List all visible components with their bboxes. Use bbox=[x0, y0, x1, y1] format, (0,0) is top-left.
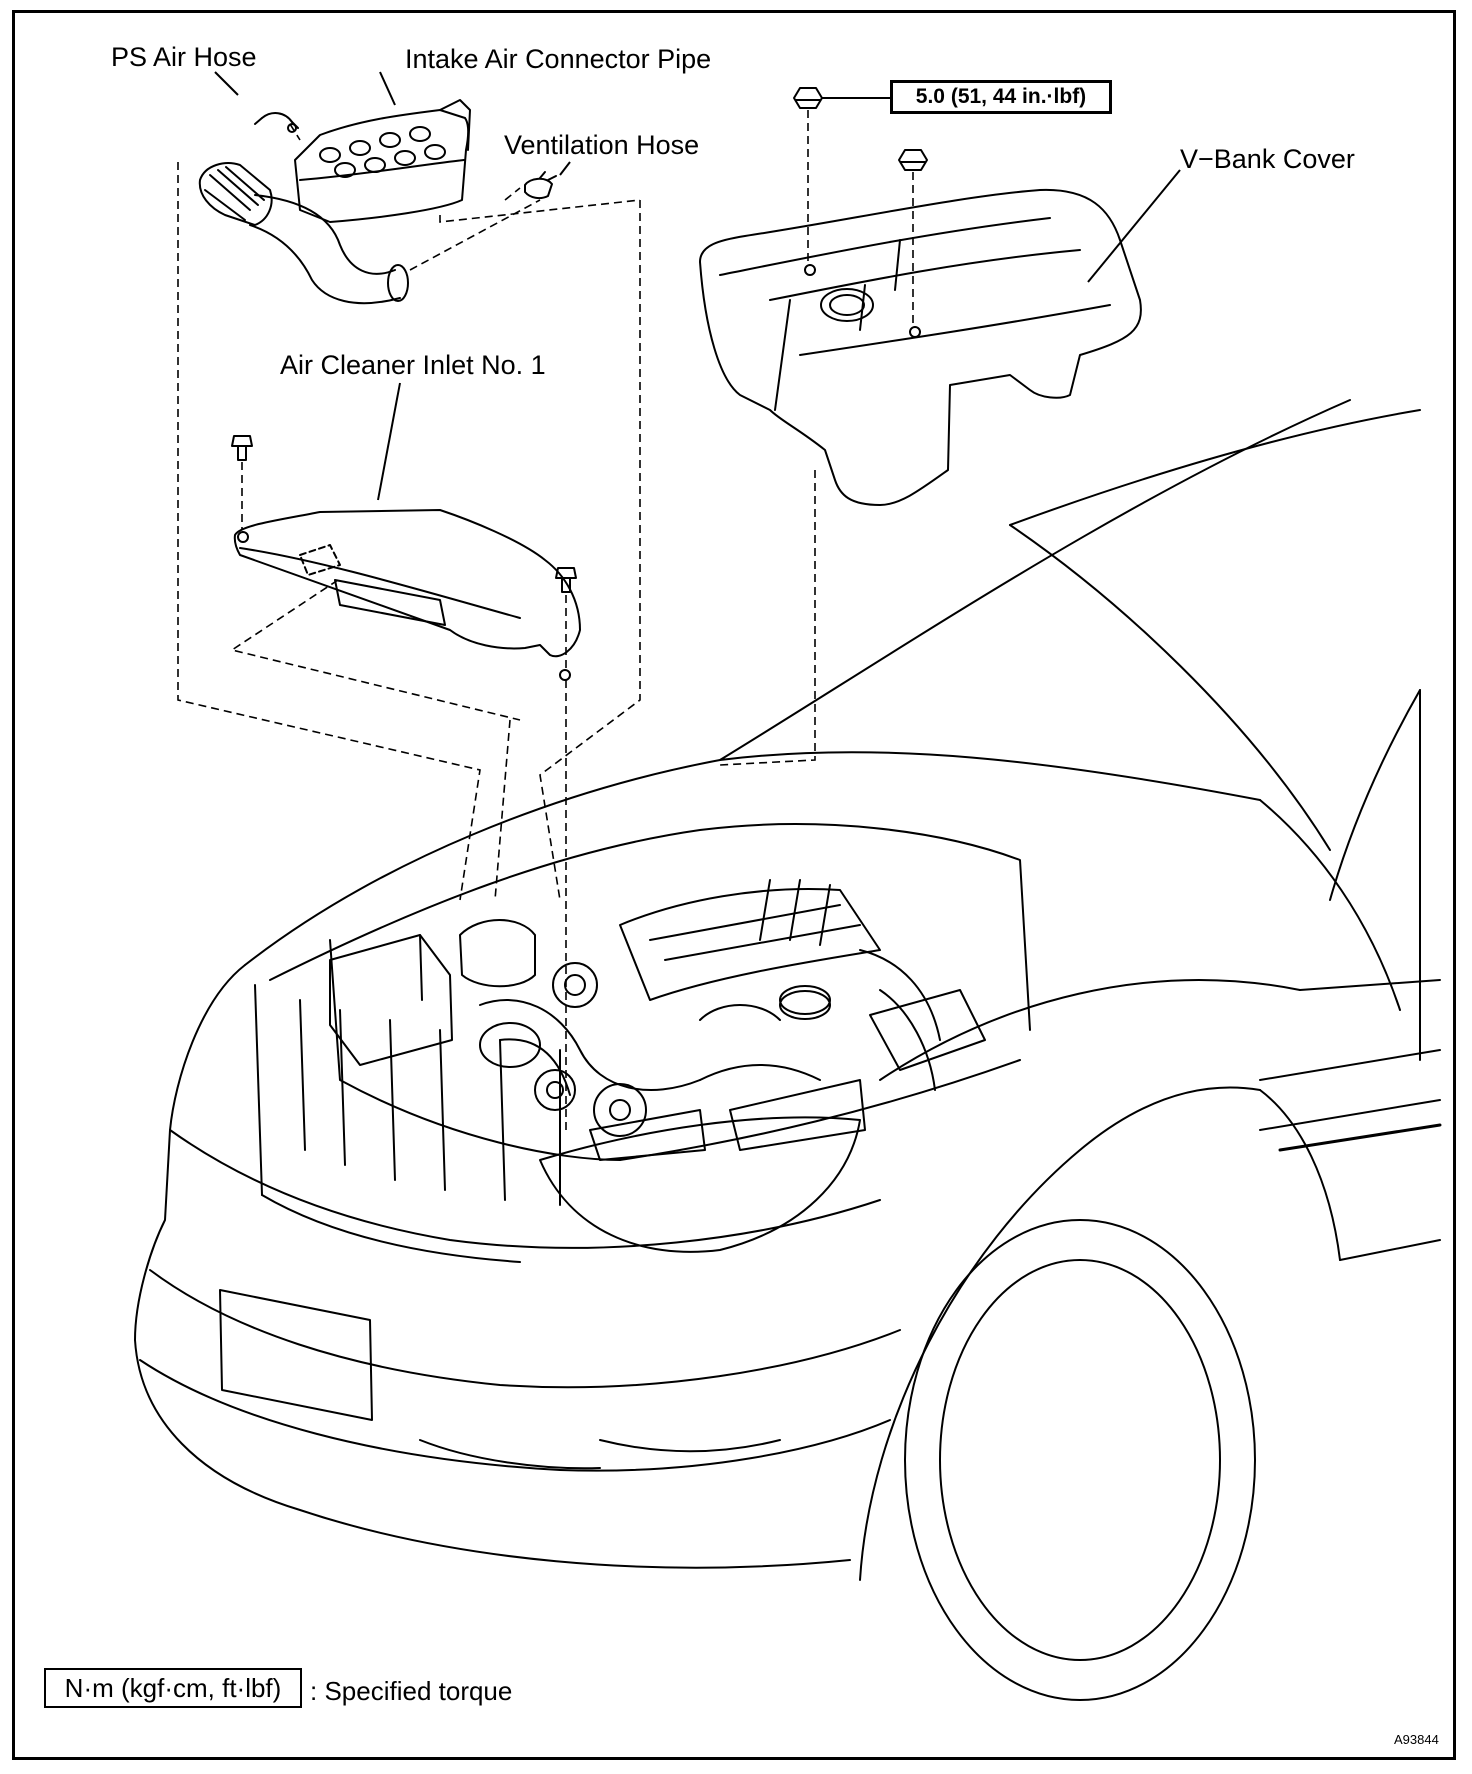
clip-hole-2 bbox=[559, 669, 571, 681]
label-ventilation-hose: Ventilation Hose bbox=[504, 130, 700, 160]
assembly-guide-lines bbox=[177, 110, 914, 1135]
clip-hole-1 bbox=[237, 531, 249, 543]
v-bank-nut-1 bbox=[793, 87, 823, 109]
torque-spec-box: 5.0 (51, 44 in.·lbf) bbox=[890, 80, 1112, 114]
v-bank-cover bbox=[699, 188, 1142, 506]
car-body bbox=[134, 399, 1442, 1701]
torque-unit-legend: N·m (kgf·cm, ft·lbf) bbox=[44, 1668, 302, 1708]
label-ps-air-hose: PS Air Hose bbox=[111, 42, 257, 72]
figure-code: A93844 bbox=[1394, 1732, 1439, 1747]
legend-description: : Specified torque bbox=[310, 1676, 513, 1706]
diagram-frame bbox=[12, 10, 1456, 1760]
ps-air-hose bbox=[254, 112, 299, 133]
clip-1 bbox=[231, 435, 253, 461]
air-cleaner-inlet bbox=[233, 509, 581, 658]
clip-2 bbox=[555, 567, 577, 593]
ventilation-hose bbox=[524, 171, 557, 200]
intake-air-connector-pipe bbox=[198, 99, 471, 305]
leader-lines bbox=[214, 71, 1181, 501]
label-v-bank-cover: V−Bank Cover bbox=[1180, 144, 1355, 174]
engine-bay bbox=[269, 823, 1031, 1161]
v-bank-nut-2 bbox=[898, 149, 928, 171]
label-air-cleaner-inlet: Air Cleaner Inlet No. 1 bbox=[280, 350, 546, 380]
label-intake-air-connector-pipe: Intake Air Connector Pipe bbox=[405, 44, 712, 74]
